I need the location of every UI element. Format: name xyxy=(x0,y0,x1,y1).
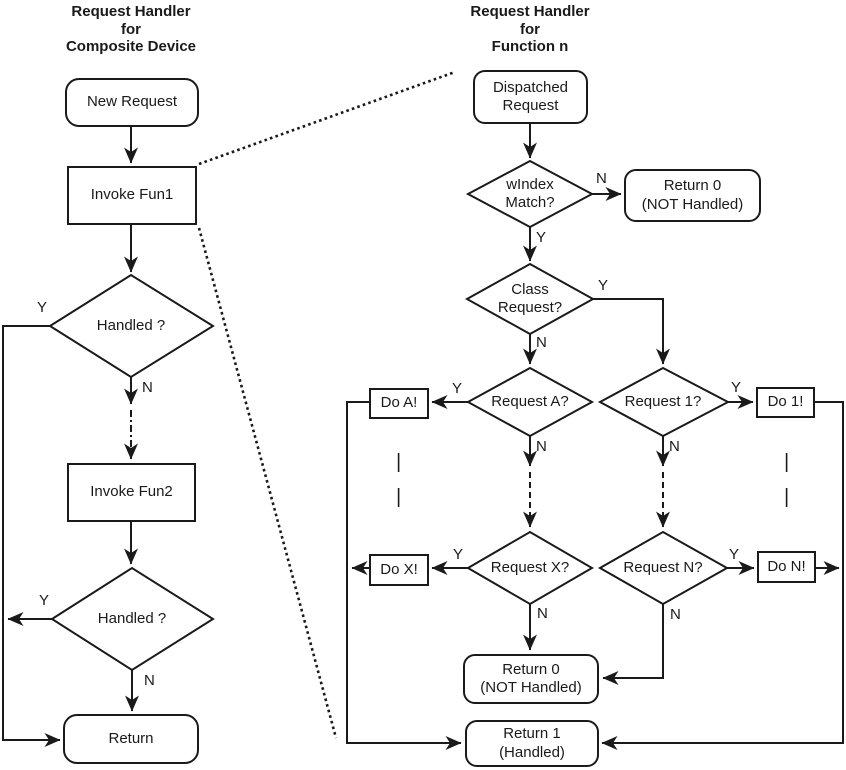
branch-class-y: Y xyxy=(598,277,609,294)
branch-request-x-y: Y xyxy=(453,546,464,563)
node-return0-top: Return 0 (NOT Handled) xyxy=(624,169,761,222)
edge-requestn-n-to-return0 xyxy=(602,604,664,685)
branch-request-n-n: N xyxy=(670,606,681,623)
ellipsis-right-1: | xyxy=(784,451,790,473)
node-dispatched-request: Dispatched Request xyxy=(473,70,588,124)
diamond-class-request xyxy=(464,262,596,336)
node-return0-bottom: Return 0 (NOT Handled) xyxy=(463,654,599,704)
diamond-handled-1 xyxy=(48,273,215,379)
left-panel-title: Request Handler for Composite Device xyxy=(65,3,197,56)
diamond-request-a xyxy=(465,366,595,438)
node-new-request: New Request xyxy=(65,78,199,127)
branch-handled1-y: Y xyxy=(37,299,48,316)
zoom-cone-lower-dotted xyxy=(197,227,338,739)
zoom-cone-upper-dotted xyxy=(198,70,456,166)
branch-class-n: N xyxy=(536,334,547,351)
edge-doa-rail-to-return1 xyxy=(346,401,462,750)
node-do-a: Do A! xyxy=(369,388,429,419)
diamond-request-1 xyxy=(597,366,731,438)
diamond-windex-match xyxy=(465,159,595,229)
branch-request-1-n: N xyxy=(669,438,680,455)
node-do-n: Do N! xyxy=(757,551,816,583)
branch-windex-n: N xyxy=(596,170,607,187)
branch-request-x-n: N xyxy=(537,605,548,622)
diamond-handled-2 xyxy=(50,566,215,672)
branch-request-n-y: Y xyxy=(729,546,740,563)
ellipsis-left-2: | xyxy=(396,486,402,508)
diamond-request-n xyxy=(597,530,730,606)
node-return1: Return 1 (Handled) xyxy=(465,720,599,767)
branch-request-a-y: Y xyxy=(452,380,463,397)
node-do-x: Do X! xyxy=(369,554,429,586)
node-return: Return xyxy=(63,714,199,764)
edge-class-y-to-request1 xyxy=(593,298,670,365)
branch-request-a-n: N xyxy=(536,438,547,455)
branch-handled1-n: N xyxy=(142,379,153,396)
right-panel-title: Request Handler for Function n xyxy=(470,3,590,56)
ellipsis-right-2: | xyxy=(784,486,790,508)
branch-windex-y: Y xyxy=(536,229,547,246)
diamond-request-x xyxy=(466,530,594,606)
node-do-1: Do 1! xyxy=(756,387,815,418)
edge-handled1-y-to-return xyxy=(2,325,61,747)
branch-handled2-n: N xyxy=(144,672,155,689)
branch-handled2-y: Y xyxy=(39,592,50,609)
node-invoke-fun1: Invoke Fun1 xyxy=(67,166,197,225)
ellipsis-left-1: | xyxy=(396,451,402,473)
edge-do1-rail-to-return1 xyxy=(601,401,844,750)
branch-request-1-y: Y xyxy=(731,379,742,396)
node-invoke-fun2: Invoke Fun2 xyxy=(67,463,196,522)
